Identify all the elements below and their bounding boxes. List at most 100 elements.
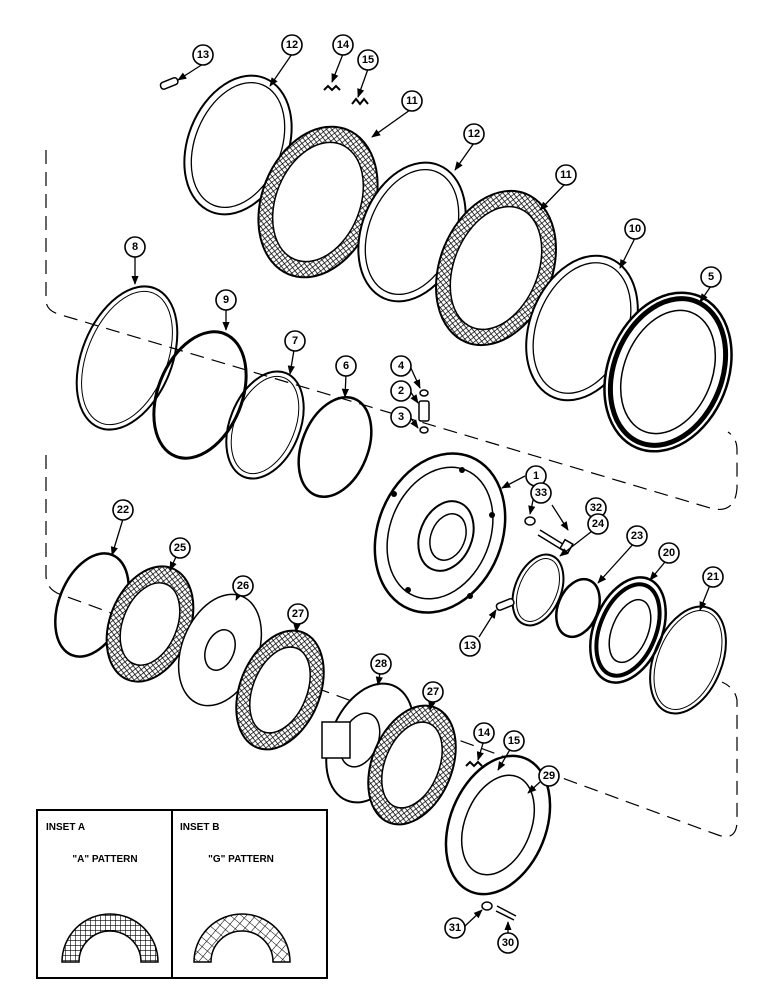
callout-label: 5: [708, 271, 714, 283]
dowel-pin-13-top: [159, 77, 179, 90]
callout-24: 24: [587, 513, 609, 535]
callout-label: 12: [468, 128, 480, 140]
callout-7: 7: [284, 330, 306, 352]
callout-label: 6: [343, 360, 349, 372]
inset-a-pattern-label: "A" PATTERN: [72, 854, 137, 865]
callout-8: 8: [124, 236, 146, 258]
seal-ring-7-inner: [230, 375, 300, 475]
callout-10: 10: [624, 218, 646, 240]
callout-12-top: 12: [281, 34, 303, 56]
callout-14-top: 14: [332, 34, 354, 56]
callout-29: 29: [538, 765, 560, 787]
callout-label: 21: [707, 571, 719, 583]
callout-label: 13: [464, 640, 476, 652]
spring-14-top: [323, 84, 341, 92]
callout-12-mid: 12: [463, 123, 485, 145]
callout-label: 12: [286, 39, 298, 51]
friction-disc-top: [257, 125, 379, 279]
callout-label: 15: [508, 735, 520, 747]
callout-label: 26: [237, 580, 249, 592]
callout-6: 6: [335, 355, 357, 377]
dowel-pin-13-lower: [495, 598, 515, 611]
callout-15-top: 15: [357, 49, 379, 71]
callout-label: 2: [398, 385, 404, 397]
callout-31: 31: [444, 917, 466, 939]
friction-disc-27-left: [235, 629, 325, 751]
callout-label: 20: [663, 547, 675, 559]
callout-label: 29: [543, 770, 555, 782]
cover-29: [444, 754, 552, 896]
callout-26: 26: [232, 575, 254, 597]
g-pattern-swatch: [193, 913, 291, 963]
inset-a: INSET A "A" PATTERN: [46, 822, 159, 963]
callout-28: 28: [370, 653, 392, 675]
friction-disc-25: [105, 565, 195, 683]
callout-label: 10: [629, 223, 641, 235]
callout-13-lower: 13: [459, 635, 481, 657]
o-ring-3: [419, 426, 429, 434]
callout-label: 1: [533, 470, 539, 482]
o-ring-6: [297, 395, 373, 499]
spring-14-lower: [465, 760, 483, 768]
o-ring-9: [152, 330, 248, 460]
piston-20: [589, 576, 667, 684]
callout-25: 25: [169, 537, 191, 559]
callout-label: 27: [427, 686, 439, 698]
callout-14-lower: 14: [473, 722, 495, 744]
friction-disc-mid: [435, 189, 557, 347]
callout-label: 9: [223, 294, 229, 306]
ring-24: [511, 553, 565, 627]
callout-label: 22: [117, 504, 129, 516]
check-valve-2: [418, 400, 430, 422]
ring-21: [649, 605, 727, 715]
callout-label: 14: [337, 39, 350, 51]
callout-label: 3: [398, 411, 404, 423]
callout-label: 30: [502, 937, 514, 949]
callout-27-left: 27: [287, 603, 309, 625]
callout-label: 24: [592, 518, 605, 530]
callout-23: 23: [626, 525, 648, 547]
callout-5: 5: [700, 266, 722, 288]
o-ring-4: [419, 389, 429, 397]
callout-label: 14: [478, 727, 491, 739]
callout-21: 21: [702, 566, 724, 588]
callout-label: 32: [590, 502, 602, 514]
callout-22: 22: [112, 499, 134, 521]
callout-label: 27: [292, 608, 304, 620]
callout-33: 33: [530, 482, 552, 504]
inset-b-title: INSET B: [180, 822, 219, 833]
inset-a-title: INSET A: [46, 822, 85, 833]
group-boundary-lower: [45, 455, 738, 838]
a-pattern-swatch: [61, 913, 159, 963]
separator-plate-top: [183, 74, 293, 216]
washer-33: [524, 516, 536, 526]
seal-ring-8: [75, 285, 179, 431]
bolt-30: [495, 905, 517, 921]
callout-label: 7: [292, 335, 298, 347]
spring-15-top: [351, 97, 369, 106]
piston-5: [603, 291, 733, 453]
inset-b-pattern-label: "G" PATTERN: [208, 854, 274, 865]
callout-13-top: 13: [192, 44, 214, 66]
callout-label: 11: [560, 169, 572, 181]
callout-label: 11: [406, 95, 418, 107]
callout-30: 30: [497, 932, 519, 954]
callout-11-mid: 11: [555, 164, 577, 186]
callout-3: 3: [390, 406, 412, 428]
plate-26: [177, 593, 263, 707]
callout-label: 8: [132, 241, 138, 253]
callout-20: 20: [658, 542, 680, 564]
washer-31: [481, 901, 493, 911]
inset-b: INSET B "G" PATTERN: [180, 822, 291, 963]
callout-label: 31: [449, 922, 461, 934]
callout-label: 23: [631, 530, 643, 542]
callout-label: 25: [174, 542, 186, 554]
seal-ring-7: [225, 370, 305, 480]
callout-2: 2: [390, 380, 412, 402]
callout-27-right: 27: [422, 681, 444, 703]
callout-label: 15: [362, 54, 374, 66]
callout-15-lower: 15: [503, 730, 525, 752]
clutch-housing-1: [373, 452, 507, 614]
ring-24-inner: [515, 558, 561, 622]
